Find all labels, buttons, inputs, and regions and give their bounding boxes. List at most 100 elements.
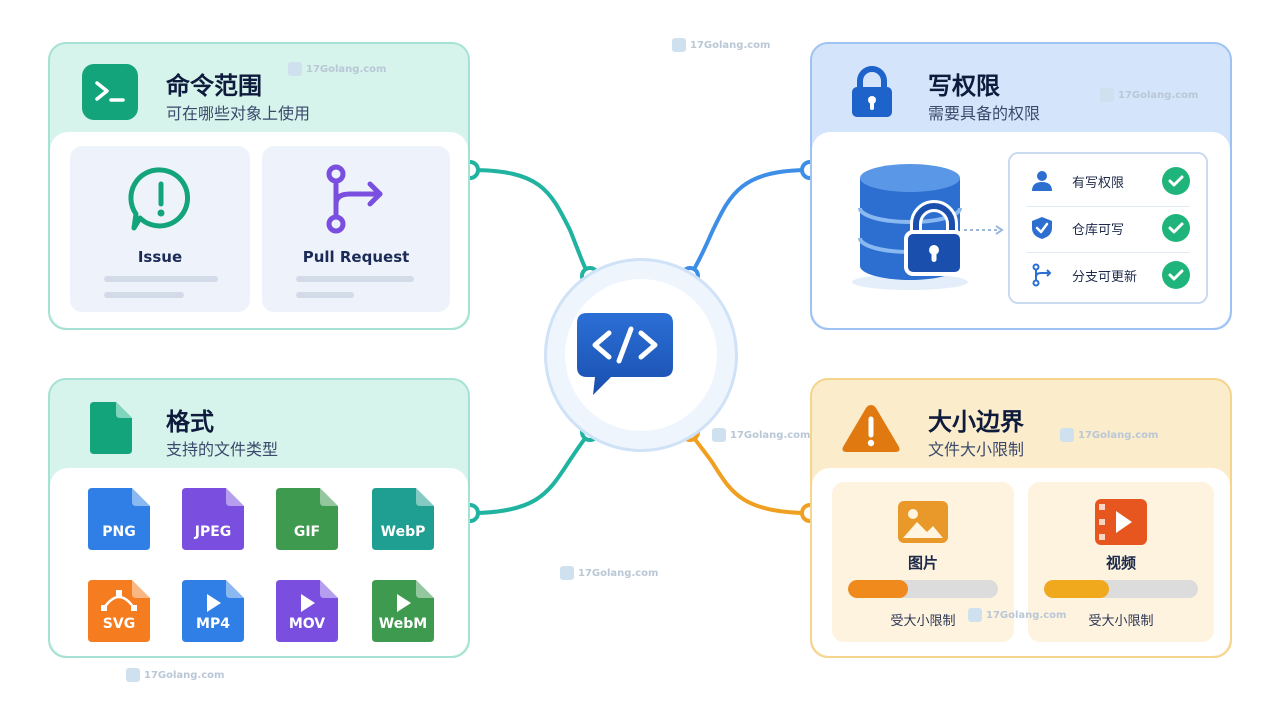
permission-list: 有写权限 仓库可写 分 (1008, 152, 1208, 304)
file-shape (276, 488, 338, 550)
size-title: 大小边界 (928, 408, 1024, 436)
format-subtitle: 支持的文件类型 (166, 440, 279, 459)
file-type-gif: GIF (274, 486, 340, 552)
check-icon (1162, 214, 1190, 242)
file-type-jpeg: JPEG (180, 486, 246, 552)
file-type-label: PNG (102, 524, 136, 540)
card-format: 格式 支持的文件类型 PNG JPEG GIF WebP SVG MP4 MOV WebM (48, 378, 470, 658)
watermark: 17Golang.com (288, 62, 386, 76)
file-type-label: WebP (380, 524, 426, 540)
size-subtitle: 文件大小限制 (928, 440, 1025, 459)
size-item-note: 受大小限制 (1088, 614, 1154, 629)
permission-label: 仓库可写 (1072, 222, 1125, 238)
size-progress-bar (1044, 580, 1198, 598)
format-title: 格式 (166, 408, 214, 436)
file-icon (82, 400, 138, 456)
file-type-webp: WebP (370, 486, 436, 552)
lock-icon (844, 64, 900, 120)
card-size: 大小边界 文件大小限制 图片 受大小限制 视频 (810, 378, 1232, 658)
play-icon (207, 594, 221, 612)
size-header: 大小边界 文件大小限制 (812, 380, 1230, 468)
hub-inner (565, 279, 717, 431)
size-item-label: 图片 (907, 554, 938, 572)
file-type-label: GIF (293, 524, 321, 540)
check-icon (1162, 261, 1190, 289)
permission-row: 仓库可写 (1010, 205, 1206, 251)
placeholder-line (296, 276, 414, 282)
shield-icon (1032, 217, 1052, 239)
scope-header: 命令范围 可在哪些对象上使用 (50, 44, 468, 132)
vector-pen-icon (101, 590, 137, 611)
file-type-webm: WebM (370, 578, 436, 644)
size-item-label: 视频 (1105, 554, 1136, 572)
file-shape (88, 580, 150, 642)
file-type-svg: SVG (86, 578, 152, 644)
watermark: 17Golang.com (672, 38, 770, 52)
terminal-icon (82, 64, 138, 120)
size-progress-fill (848, 580, 908, 598)
play-icon (397, 594, 411, 612)
size-tile-video[interactable]: 视频 受大小限制 (1028, 482, 1214, 642)
check-icon (1162, 167, 1190, 195)
play-icon (301, 594, 315, 612)
file-type-label: WebM (378, 616, 428, 632)
permission-row: 有写权限 (1010, 158, 1206, 204)
connector-format (469, 430, 592, 515)
permission-title: 写权限 (928, 72, 1000, 100)
scope-tile-label: Issue (137, 248, 183, 266)
user-icon (1032, 171, 1052, 191)
placeholder-line (296, 292, 354, 298)
placeholder-line (104, 276, 218, 282)
size-item-note: 受大小限制 (890, 614, 956, 629)
scope-title: 命令范围 (166, 72, 262, 100)
file-type-png: PNG (86, 486, 152, 552)
format-body: PNG JPEG GIF WebP SVG MP4 MOV WebM (50, 468, 468, 656)
watermark: 17Golang.com (560, 566, 658, 580)
file-shape (182, 488, 244, 550)
file-shape (182, 580, 244, 642)
format-header: 格式 支持的文件类型 (50, 380, 468, 468)
hub (544, 258, 738, 452)
warning-icon (840, 400, 902, 456)
watermark: 17Golang.com (712, 428, 810, 442)
file-type-mov: MOV (274, 578, 340, 644)
scope-subtitle: 可在哪些对象上使用 (166, 104, 311, 123)
placeholder-line (104, 292, 184, 298)
size-progress-bar (848, 580, 998, 598)
size-body: 图片 受大小限制 视频 受大小限制 (812, 468, 1230, 656)
file-type-label: MOV (288, 616, 326, 632)
divider (1026, 252, 1190, 253)
scope-tile-label: Pull Request (302, 248, 410, 266)
file-type-label: MP4 (196, 616, 230, 632)
file-shape (372, 580, 434, 642)
permission-label: 分支可更新 (1072, 269, 1138, 285)
divider (1026, 206, 1190, 207)
connector-permission (688, 168, 811, 278)
permission-subtitle: 需要具备的权限 (928, 104, 1041, 123)
watermark: 17Golang.com (126, 668, 224, 682)
size-progress-fill (1044, 580, 1109, 598)
watermark: 17Golang.com (968, 608, 1066, 622)
permission-label: 有写权限 (1072, 175, 1125, 191)
scope-body: Issue Pull Request (50, 132, 468, 328)
permission-body: 有写权限 仓库可写 分 (812, 132, 1230, 328)
issue-icon (128, 167, 191, 231)
file-type-mp4: MP4 (180, 578, 246, 644)
connector-size (688, 430, 811, 515)
size-tile-image[interactable]: 图片 受大小限制 (832, 482, 1014, 642)
connector-scope (469, 168, 592, 278)
image-icon (898, 501, 948, 543)
permission-row: 分支可更新 (1010, 252, 1206, 298)
scope-tile-pull-request[interactable]: Pull Request (262, 146, 450, 312)
video-icon (1095, 499, 1147, 545)
branch-icon (1032, 263, 1052, 287)
card-permission: 写权限 需要具备的权限 有写权限 (810, 42, 1232, 330)
file-shape (88, 488, 150, 550)
pull-request-icon (326, 164, 383, 234)
card-scope: 命令范围 可在哪些对象上使用 Issue Pull Request (48, 42, 470, 330)
watermark: 17Golang.com (1060, 428, 1158, 442)
file-shape (372, 488, 434, 550)
arrow-icon (964, 225, 1004, 235)
permission-header: 写权限 需要具备的权限 (812, 44, 1230, 132)
scope-tile-issue[interactable]: Issue (70, 146, 250, 312)
